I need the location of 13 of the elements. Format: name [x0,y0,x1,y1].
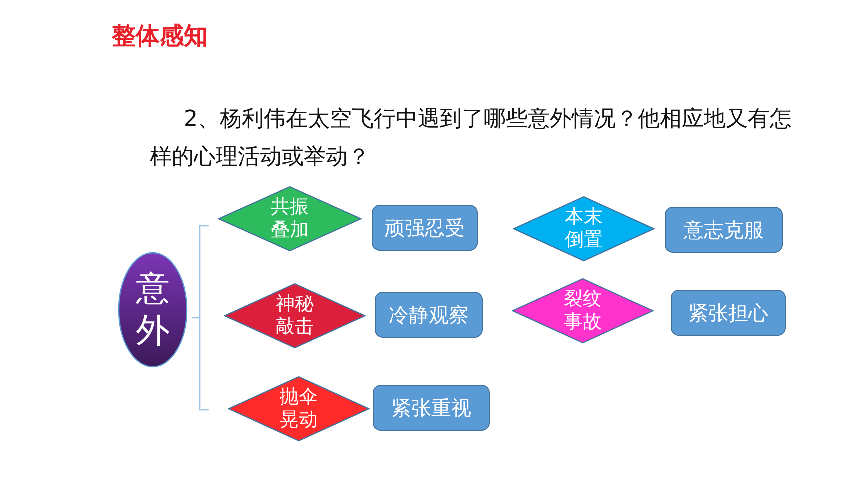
process-box: 意志克服 [665,207,783,253]
page-title: 整体感知 [112,21,208,52]
decision-diamond: 本末倒置 [513,196,655,262]
decision-diamond: 裂纹事故 [512,278,654,344]
question-text: 2、杨利伟在太空飞行中遇到了哪些意外情况？他相应地又有怎样的心理活动或举动？ [150,106,793,172]
process-box: 冷静观察 [375,292,483,338]
process-box: 紧张担心 [671,290,786,336]
process-box: 紧张重视 [373,385,490,431]
process-box: 顽强忍受 [372,205,478,251]
decision-diamond: 抛伞晃动 [228,376,370,442]
decision-diamond: 共振叠加 [218,186,362,252]
decision-diamond: 神秘敲击 [224,283,366,349]
ellipse-node: 意外 [118,252,188,368]
